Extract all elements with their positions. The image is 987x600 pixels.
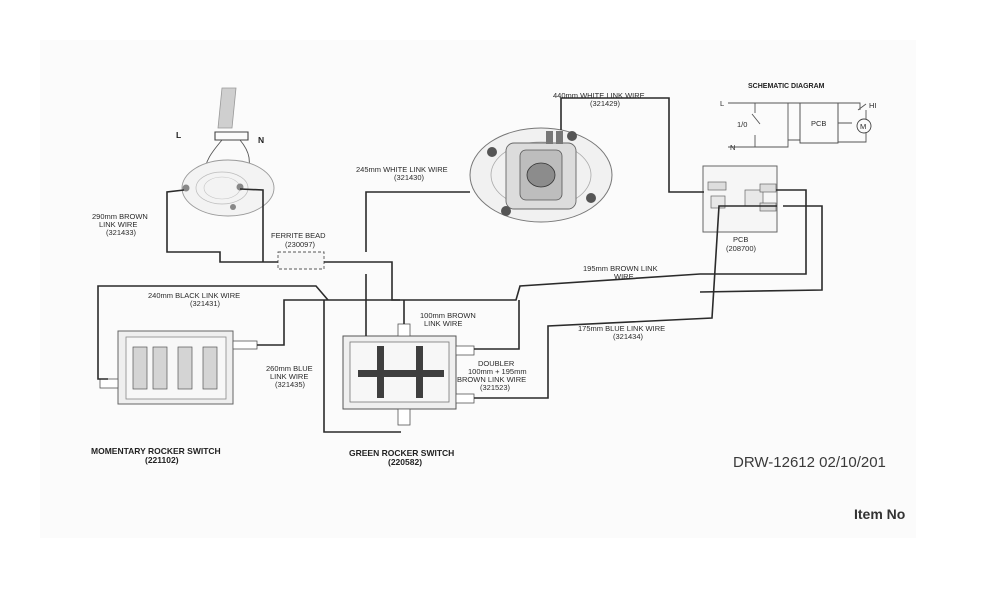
white-245-label: 245mm WHITE LINK WIRE: [356, 165, 448, 174]
paper-background: [40, 40, 916, 538]
white-245-code: (321430): [394, 173, 425, 182]
ferrite-code: (230097): [285, 240, 316, 249]
green-switch-title: GREEN ROCKER SWITCH: [349, 448, 454, 458]
brown-195-label-2: WIRE: [614, 272, 634, 281]
plug-live-label: L: [176, 130, 181, 140]
schematic-neutral: N: [730, 143, 735, 152]
blue-175-label: 175mm BLUE LINK WIRE: [578, 324, 665, 333]
white-440-label: 440mm WHITE LINK WIRE: [553, 91, 645, 100]
pcb-board: PCB (208700): [702, 165, 778, 253]
momentary-switch-code: (221102): [145, 455, 179, 465]
schematic-live: L: [720, 99, 724, 108]
doubler-code: (321523): [480, 383, 511, 392]
schematic-motor: M: [860, 122, 866, 131]
drawing-number: DRW-12612 02/10/201: [733, 454, 886, 471]
blue-260-label-2: LINK WIRE: [270, 372, 308, 381]
schematic-title: SCHEMATIC DIAGRAM: [748, 83, 825, 90]
motor-assembly: [469, 127, 613, 223]
brown-100-label: 100mm BROWN: [420, 311, 476, 320]
cord-reel-terminal: [181, 159, 275, 217]
green-switch-code: (220582): [388, 457, 422, 467]
schematic-diagram: SCHEMATIC DIAGRAM L 1/0 N PCB HI M: [720, 83, 877, 152]
schematic-switch: 1/0: [737, 120, 747, 129]
momentary-rocker-switch: [99, 330, 258, 405]
wire-labels: 290mm BROWN LINK WIRE (321433) 245mm WHI…: [92, 91, 665, 392]
plug-neutral-label: N: [258, 135, 264, 145]
pcb-code: (208700): [726, 244, 757, 253]
black-240-label: 240mm BLACK LINK WIRE: [148, 291, 240, 300]
pcb-label: PCB: [733, 235, 748, 244]
brown-290-code: (321433): [106, 228, 137, 237]
black-240-code: (321431): [190, 299, 221, 308]
brown-290-label: 290mm BROWN: [92, 212, 148, 221]
doubler-label-2: 100mm + 195mm: [468, 367, 527, 376]
schematic-hi: HI: [869, 101, 877, 110]
schematic-pcb: PCB: [811, 119, 826, 128]
ferrite-bead: FERRITE BEAD (230097): [271, 231, 326, 270]
mains-cord: L N: [176, 87, 264, 179]
brown-195-label: 195mm BROWN LINK: [583, 264, 658, 273]
ferrite-label: FERRITE BEAD: [271, 231, 326, 240]
item-number-label: Item No: [854, 506, 905, 522]
brown-290-label-2: LINK WIRE: [99, 220, 137, 229]
blue-175-code: (321434): [613, 332, 644, 341]
blue-260-code: (321435): [275, 380, 306, 389]
green-rocker-switch: [342, 323, 475, 426]
blue-260-label: 260mm BLUE: [266, 364, 313, 373]
doubler-label-3: BROWN LINK WIRE: [457, 375, 526, 384]
wire-runs: [97, 97, 823, 433]
white-440-code: (321429): [590, 99, 621, 108]
doubler-label: DOUBLER: [478, 359, 515, 368]
brown-100-label-2: LINK WIRE: [424, 319, 462, 328]
momentary-switch-title: MOMENTARY ROCKER SWITCH: [91, 446, 221, 456]
